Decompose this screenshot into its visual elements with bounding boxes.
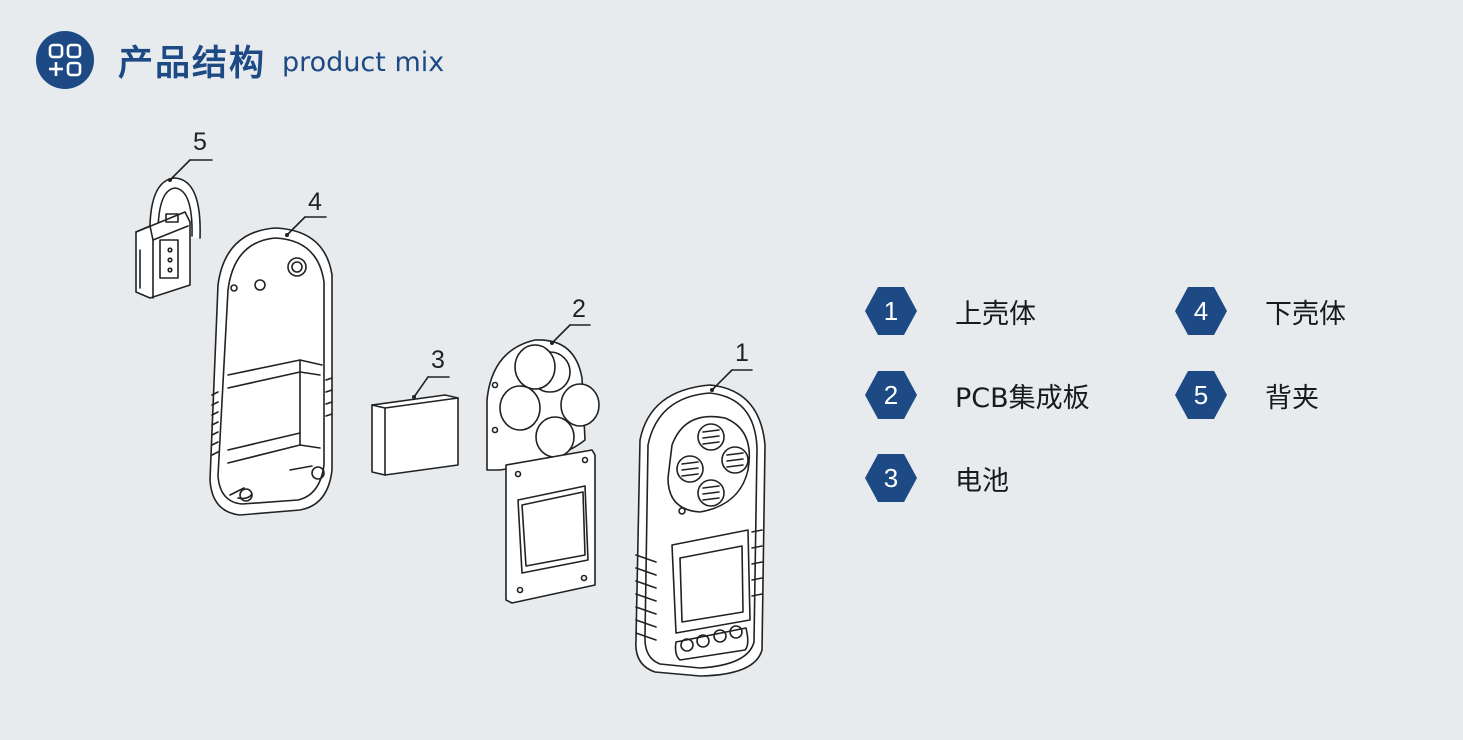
back-clip-part xyxy=(135,177,201,299)
legend-label: 电池 xyxy=(955,465,1009,497)
legend-item: 3 电池 xyxy=(865,452,1009,504)
legend-label: 上壳体 xyxy=(955,298,1036,330)
page-title: 产品结构 xyxy=(118,43,267,84)
callout-5: 5 xyxy=(193,128,207,156)
lower-shell-part xyxy=(209,227,333,516)
legend-number-badge: 5 xyxy=(1175,371,1227,419)
legend-item: 4 下壳体 xyxy=(1175,285,1346,337)
callout-3: 3 xyxy=(431,346,445,374)
legend-item: 5 背夹 xyxy=(1175,369,1319,421)
page-subtitle: product mix xyxy=(282,46,445,78)
callout-2: 2 xyxy=(572,295,586,323)
callout-1: 1 xyxy=(735,339,749,367)
legend-number-badge: 3 xyxy=(865,454,917,502)
legend-item: 2 PCB集成板 xyxy=(865,369,1090,421)
battery-part xyxy=(371,394,459,476)
grid-plus-icon xyxy=(36,31,94,89)
legend-label: 背夹 xyxy=(1265,382,1319,414)
page-header: 产品结构 product mix xyxy=(36,30,444,90)
upper-shell-part xyxy=(635,384,766,677)
legend-number-badge: 2 xyxy=(865,371,917,419)
legend-number-badge: 4 xyxy=(1175,287,1227,335)
pcb-board-part xyxy=(486,339,600,604)
legend-item: 1 上壳体 xyxy=(865,285,1036,337)
legend-label: 下壳体 xyxy=(1265,298,1346,330)
legend-number-badge: 1 xyxy=(865,287,917,335)
callout-4: 4 xyxy=(308,188,322,216)
legend-label: PCB集成板 xyxy=(955,382,1090,414)
